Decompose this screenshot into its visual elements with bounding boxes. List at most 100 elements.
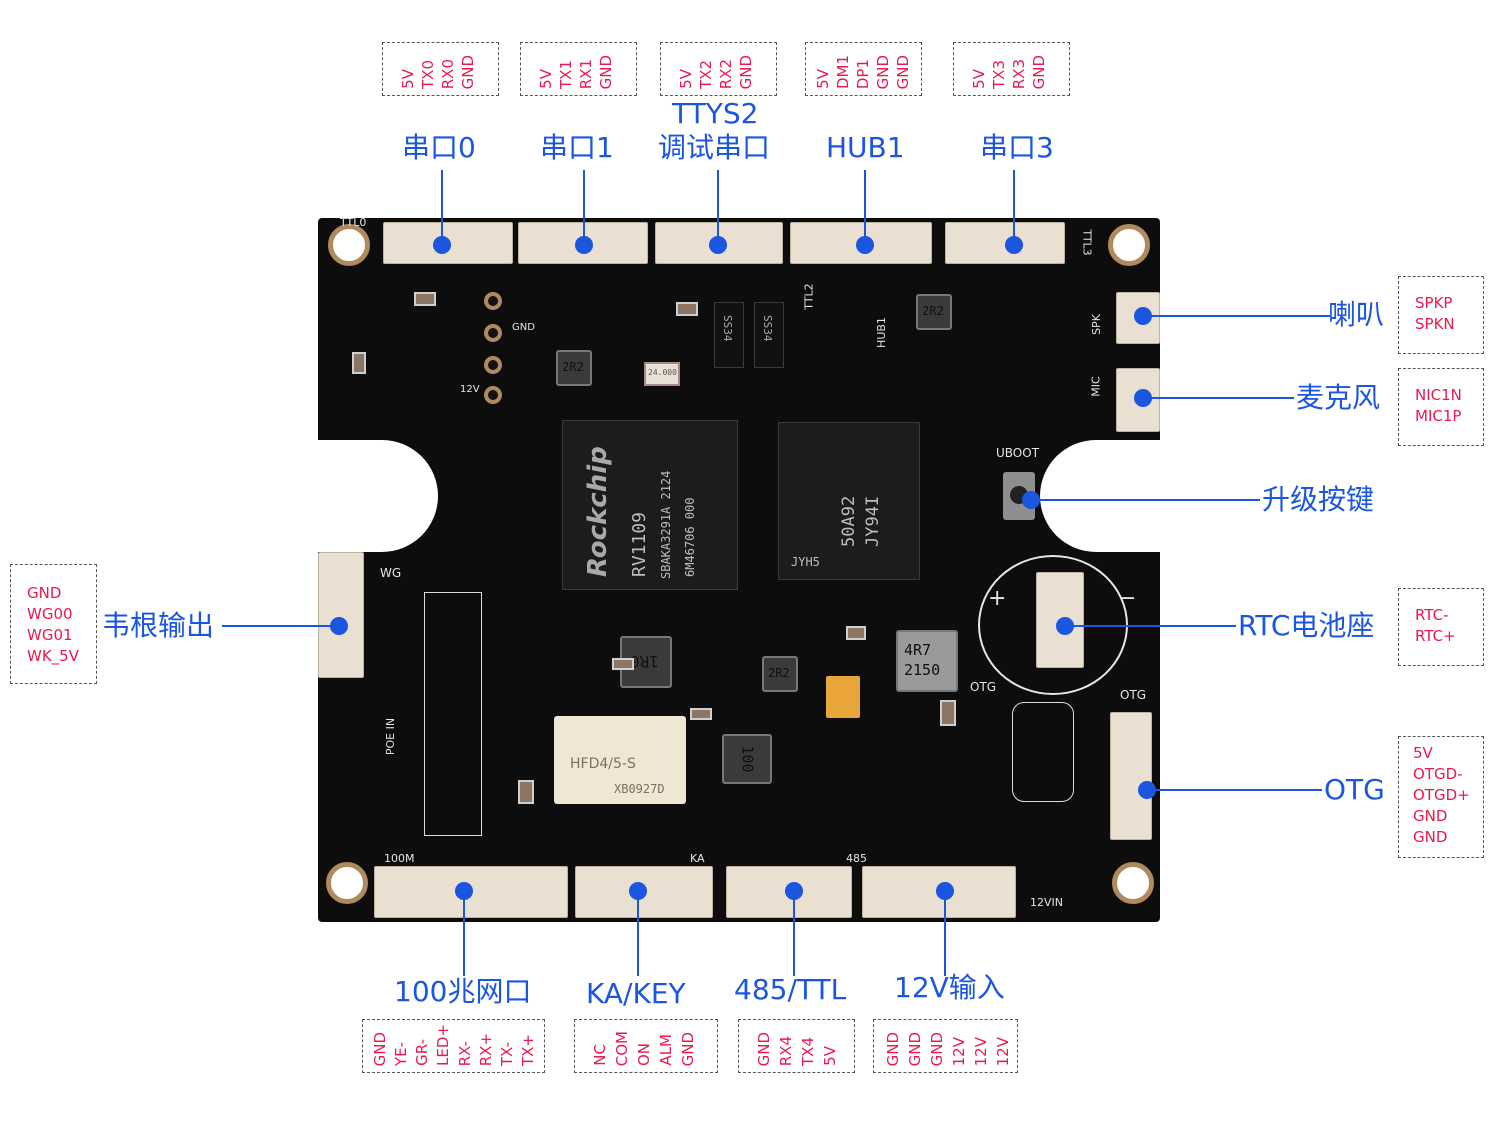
- pinout-box-485: GND RX4 TX4 5V: [738, 1019, 855, 1073]
- marker-dot: [1138, 781, 1156, 799]
- label-485-ttl: 485/TTL: [734, 973, 847, 1006]
- leader-line: [944, 890, 946, 976]
- label-microphone: 麦克风: [1296, 381, 1381, 414]
- inductor-4r7: 4R7 2150: [896, 630, 958, 692]
- marker-dot: [433, 236, 451, 254]
- marker-dot: [856, 236, 874, 254]
- inductor-2r2-b: 2R2: [556, 350, 592, 386]
- marker-dot: [785, 882, 803, 900]
- label-uart1: 串口1: [540, 131, 614, 164]
- silk-spk: SPK: [1089, 314, 1103, 335]
- leader-line: [793, 890, 795, 976]
- soc-line2: 6M46706 000: [683, 497, 697, 577]
- smd-capacitor: [518, 780, 534, 804]
- leader-line: [222, 625, 340, 627]
- leader-line: [717, 170, 719, 244]
- tantalum-capacitor: [826, 676, 860, 718]
- silk-12vin: 12VIN: [1030, 896, 1063, 909]
- silk-rtc-minus: −: [1118, 586, 1137, 611]
- pinout-box-12v: GND GND GND 12V 12V 12V: [873, 1019, 1018, 1073]
- soc-brand: Rockchip: [583, 446, 613, 577]
- inductor-2r2-c: 2R2: [916, 294, 952, 330]
- silk-12v: 12V: [460, 384, 480, 395]
- ram-code: JYH5: [791, 555, 820, 569]
- leader-line: [441, 170, 443, 244]
- leader-line: [1034, 499, 1260, 501]
- label-uart3: 串口3: [980, 131, 1054, 164]
- relay: HFD4/5-S XB0927D: [554, 716, 686, 804]
- connector-ttl3: [945, 222, 1065, 264]
- pinout-box-wiegand: GND WG00 WG01 WK_5V: [10, 564, 97, 684]
- ram-line1: 50A92: [839, 495, 859, 547]
- label-upgrade-button: 升级按键: [1262, 483, 1375, 516]
- leader-line: [1144, 397, 1294, 399]
- marker-dot: [575, 236, 593, 254]
- label-12v-input: 12V输入: [894, 971, 1005, 1004]
- pinout-box-ethernet: GND YE- GR- LED+ RX- RX+ TX- TX+: [362, 1019, 545, 1073]
- pinout-box-uart2: 5V TX2 RX2 GND: [660, 42, 777, 96]
- pinout-box-uart1: 5V TX1 RX1 GND: [520, 42, 637, 96]
- marker-dot: [1134, 307, 1152, 325]
- ram-line2: JY94I: [863, 495, 883, 547]
- marker-dot: [936, 882, 954, 900]
- soc-model: RV1109: [629, 511, 650, 577]
- smd-capacitor: [690, 708, 712, 720]
- leader-line: [463, 890, 465, 976]
- diode-ss34-2: SS34: [754, 302, 784, 368]
- inductor-100: 100: [722, 734, 772, 784]
- label-ka-key: KA/KEY: [586, 977, 686, 1010]
- label-ethernet: 100兆网口: [394, 975, 532, 1008]
- mounting-hole: [1112, 862, 1154, 904]
- silk-uboot: UBOOT: [996, 446, 1040, 460]
- leader-line: [1144, 315, 1330, 317]
- smd-capacitor: [940, 700, 956, 726]
- label-speaker: 喇叭: [1328, 298, 1385, 331]
- silk-ttl0: TTL0: [340, 216, 367, 229]
- pinout-box-ka-key: NC COM ON ALM GND: [574, 1019, 718, 1073]
- silk-ttl2: TTL2: [802, 283, 816, 310]
- label-uart0: 串口0: [402, 131, 476, 164]
- memory-chip: 50A92 JY94I JYH5: [778, 422, 920, 580]
- leader-line: [864, 170, 866, 244]
- smd-capacitor: [352, 352, 366, 374]
- silk-wg: WG: [380, 566, 402, 580]
- pinout-box-hub1: 5V DM1 DP1 GND GND: [805, 42, 922, 96]
- header-pads: [484, 292, 504, 406]
- silk-ka: KA: [690, 852, 705, 865]
- poe-module-footprint: [424, 592, 482, 836]
- smd-capacitor: [846, 626, 866, 640]
- connector-otg: [1110, 712, 1152, 840]
- usb-footprint: [1012, 702, 1074, 802]
- pinout-box-uart3: 5V TX3 RX3 GND: [953, 42, 1070, 96]
- pinout-box-uart0: 5V TX0 RX0 GND: [382, 42, 499, 96]
- marker-dot: [1022, 491, 1040, 509]
- marker-dot: [330, 617, 348, 635]
- pinout-box-speaker: SPKP SPKN: [1398, 276, 1484, 354]
- soc-chip: Rockchip RV1109 SBAKA3291A 2124 6M46706 …: [562, 420, 738, 590]
- soc-line1: SBAKA3291A 2124: [659, 470, 673, 579]
- smd-capacitor: [676, 302, 698, 316]
- label-debug-uart: 调试串口: [658, 131, 771, 164]
- label-wiegand-output: 韦根输出: [102, 609, 215, 642]
- label-otg: OTG: [1324, 773, 1385, 806]
- connector-ttl0: [383, 222, 513, 264]
- pinout-box-rtc: RTC- RTC+: [1398, 588, 1484, 666]
- leader-line: [1013, 170, 1015, 244]
- mounting-hole: [1108, 224, 1150, 266]
- leader-line: [1066, 625, 1236, 627]
- mounting-hole: [328, 224, 370, 266]
- mounting-hole: [326, 862, 368, 904]
- marker-dot: [1134, 389, 1152, 407]
- marker-dot: [709, 236, 727, 254]
- marker-dot: [455, 882, 473, 900]
- leader-line: [637, 890, 639, 976]
- silk-mic: MIC: [1089, 376, 1103, 397]
- silk-poe: POE IN: [384, 717, 398, 756]
- silk-100m: 100M: [384, 852, 415, 865]
- relay-model: HFD4/5-S: [570, 756, 636, 772]
- smd-capacitor: [414, 292, 436, 306]
- silk-hub1: HUB1: [874, 317, 888, 348]
- label-hub1: HUB1: [826, 131, 905, 164]
- silk-gnd: GND: [512, 322, 535, 333]
- silk-otg-1: OTG: [970, 680, 997, 694]
